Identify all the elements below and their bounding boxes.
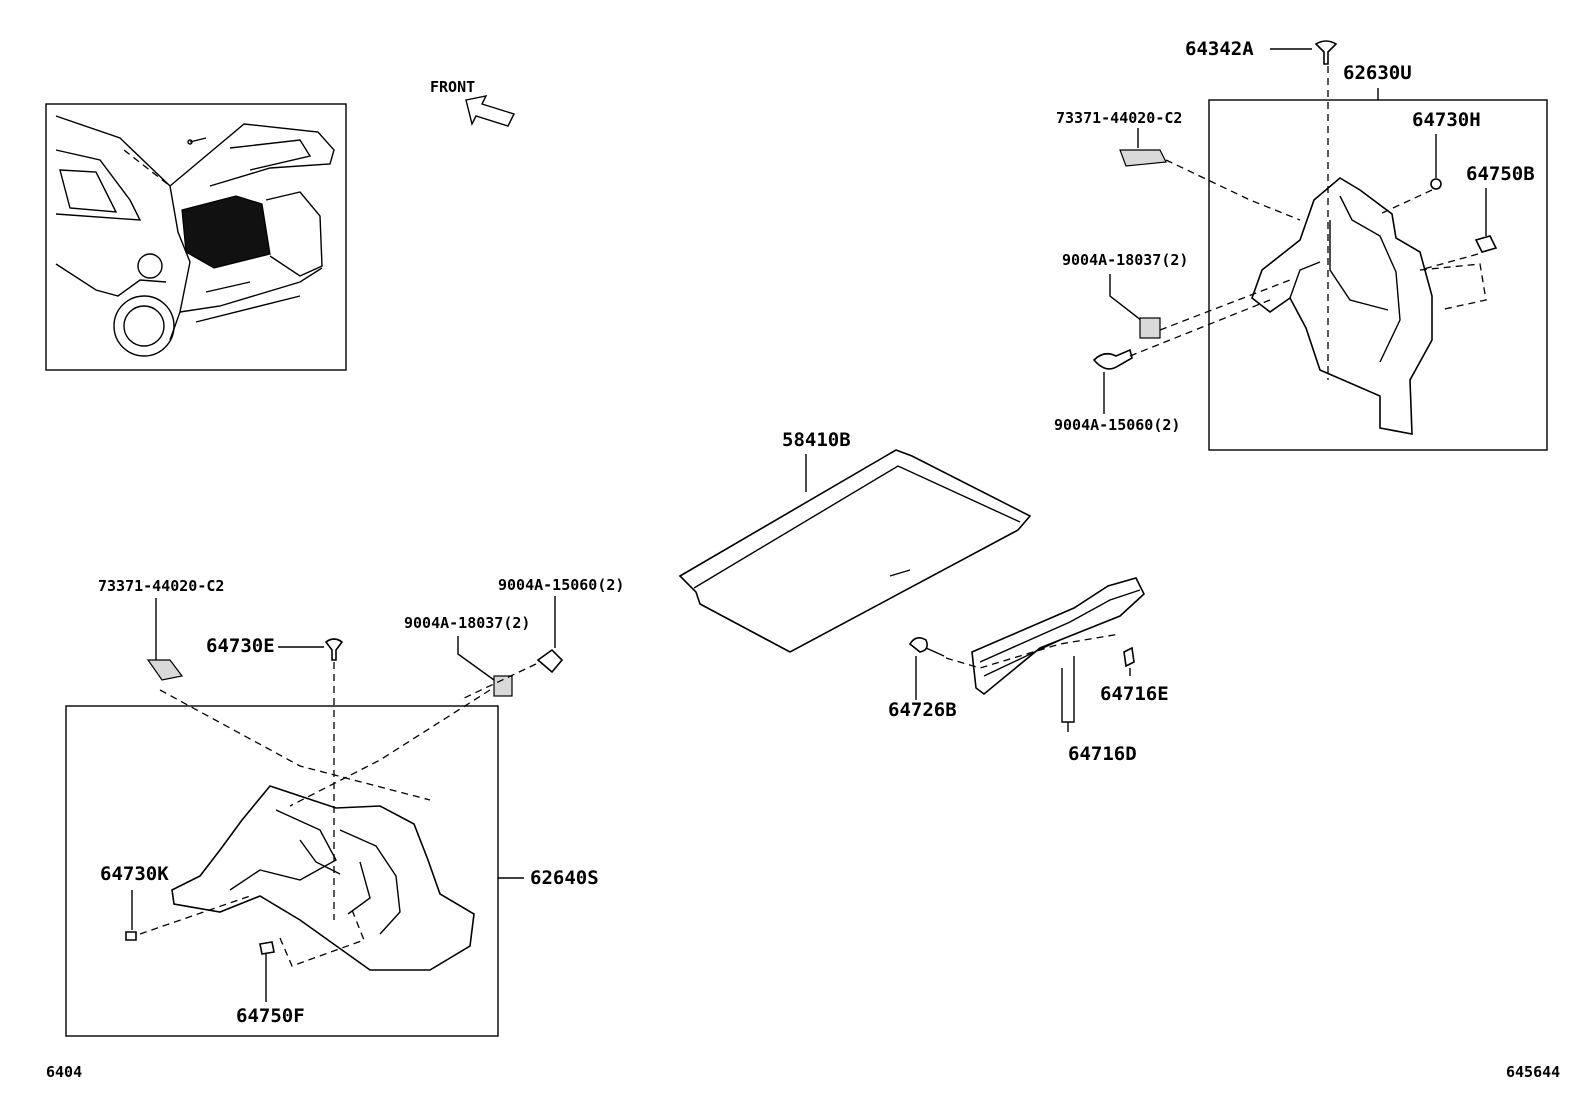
label-58410B: 58410B [782,429,851,451]
label-9004A-18037-left: 9004A-18037(2) [404,614,530,632]
clip-64750B [1474,235,1498,253]
label-62630U: 62630U [1343,62,1412,84]
clip-9004A-18037-left [493,675,513,697]
clip-64726B [908,636,928,653]
screw-9004A-15060-left [536,648,564,674]
label-9004A-18037-top: 9004A-18037(2) [1062,251,1188,269]
footer-right-code: 645644 [1506,1063,1560,1081]
label-64730K: 64730K [100,863,169,885]
label-64730H: 64730H [1412,109,1481,131]
trim-panel-62630U [1251,177,1433,435]
label-64716E: 64716E [1100,683,1169,705]
label-64730E: 64730E [206,635,275,657]
label-64716D: 64716D [1068,743,1137,765]
assembly-62630U: 64342A 62630U 73371-44020-C2 64730H 6475… [1054,38,1548,451]
footer-left-code: 6404 [46,1063,82,1081]
label-9004A-15060-top: 9004A-15060(2) [1054,416,1180,434]
trim-panel-62640S [171,785,475,971]
label-9004A-15060-left: 9004A-15060(2) [498,576,624,594]
clip-64750F [259,941,275,955]
front-indicator: FRONT [430,78,515,127]
clip-64716E [1123,646,1135,668]
mat-58410B: 58410B [678,429,1032,653]
label-73371-left: 73371-44020-C2 [98,577,224,595]
screw-9004A-15060-top [1092,348,1133,370]
clip-73371-top [1119,149,1167,167]
luggage-trim-highlight [181,195,271,269]
scuff-plate-64716D: 64726B 64716E 64716D [888,577,1169,765]
luggage-mat [678,449,1032,653]
clip-9004A-18037-top [1139,317,1161,339]
label-64750F: 64750F [236,1005,305,1027]
label-64726B: 64726B [888,699,957,721]
vehicle-inset [45,103,347,371]
assembly-62640S: 73371-44020-C2 9004A-15060(2) 9004A-1803… [65,576,624,1037]
clip-73371-left [146,659,184,681]
front-label: FRONT [430,78,475,96]
label-64750B: 64750B [1466,163,1535,185]
front-arrow-icon [465,95,515,127]
label-62640S: 62640S [530,867,599,889]
clip-64730E [324,638,344,661]
label-64342A: 64342A [1185,38,1254,60]
scuff-plate [971,577,1145,696]
clip-64342A [1314,40,1338,65]
label-73371-top: 73371-44020-C2 [1056,109,1182,127]
